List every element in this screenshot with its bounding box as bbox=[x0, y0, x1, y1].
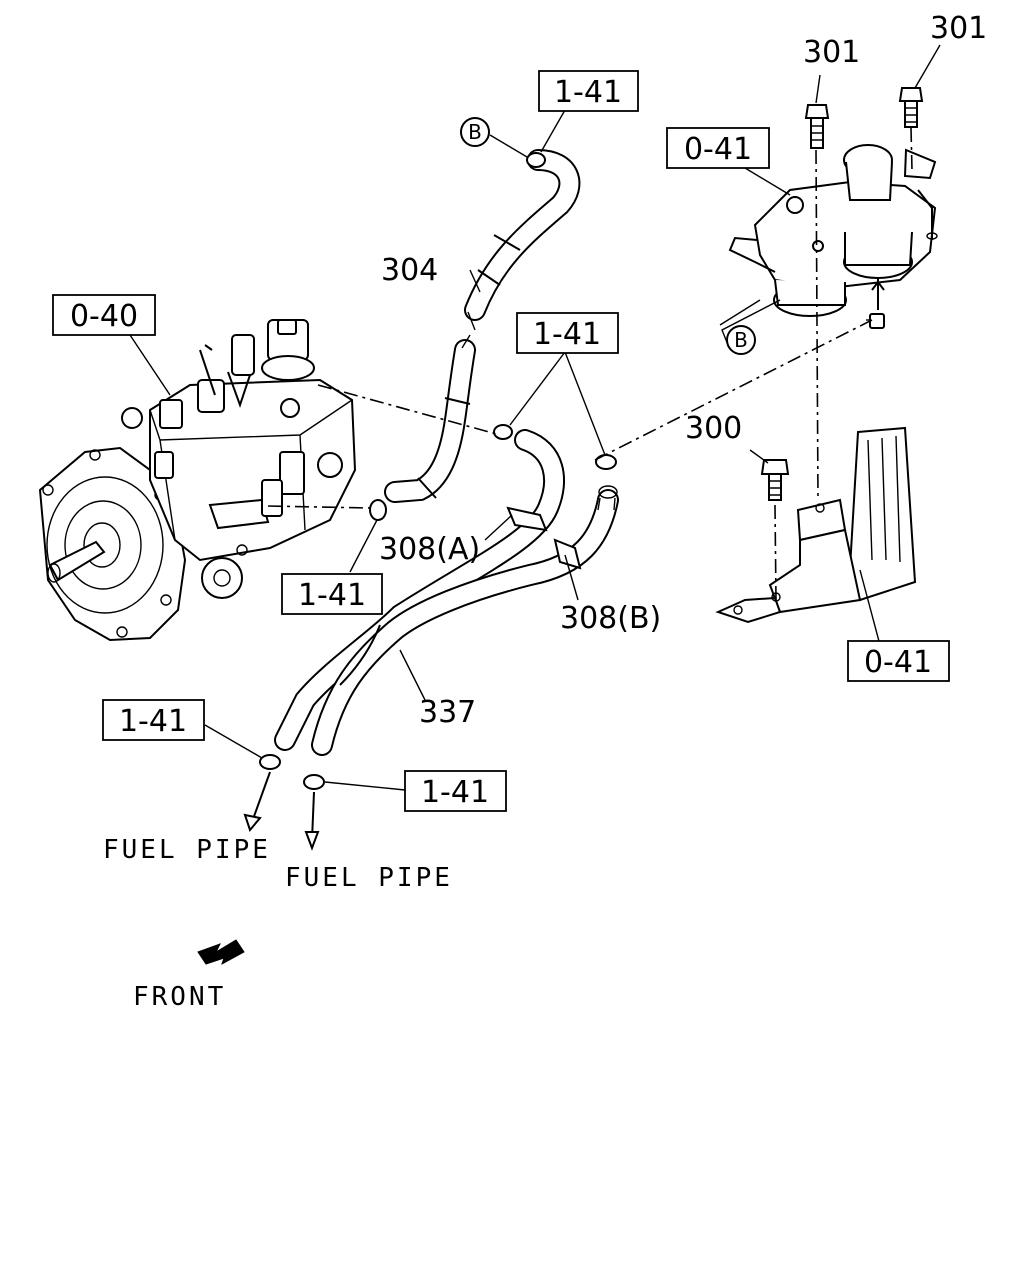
hose-337 bbox=[274, 429, 619, 756]
part-number-308a: 308(A) bbox=[379, 532, 480, 567]
part-number-304: 304 bbox=[381, 253, 438, 288]
ref-box-clips: 1-41 bbox=[516, 312, 619, 354]
fuel-pipe-label: FUEL PIPE bbox=[103, 835, 271, 865]
connector-b-filter: B bbox=[726, 325, 756, 355]
ref-box-pump: 0-40 bbox=[52, 294, 156, 336]
ref-box-pipe-left: 1-41 bbox=[102, 699, 205, 741]
ref-label: 1-41 bbox=[119, 704, 187, 739]
part-number-308b: 308(B) bbox=[560, 601, 661, 636]
ref-label: 0-40 bbox=[70, 299, 138, 334]
front-label: FRONT bbox=[133, 982, 226, 1012]
ref-label: 0-41 bbox=[684, 132, 752, 167]
fuel-pipe-arrows bbox=[243, 771, 320, 851]
part-number-300: 300 bbox=[685, 411, 742, 446]
part-number-337: 337 bbox=[419, 695, 476, 730]
assembly-lines bbox=[267, 127, 913, 601]
connector-letter: B bbox=[734, 328, 748, 352]
ref-label: 1-41 bbox=[533, 317, 601, 352]
part-number-301: 301 bbox=[803, 35, 860, 70]
connector-b-upper: B bbox=[460, 117, 490, 147]
hose-clamps bbox=[259, 152, 617, 790]
hose-304 bbox=[384, 149, 581, 503]
bolt-301-b bbox=[898, 87, 924, 128]
fuel-filter bbox=[728, 144, 938, 329]
fuel-pipe-label: FUEL PIPE bbox=[285, 863, 453, 893]
ref-box-pump-clip: 1-41 bbox=[281, 573, 383, 615]
bolt-301-a bbox=[804, 104, 830, 149]
ref-label: 1-41 bbox=[298, 578, 366, 613]
bolt-300 bbox=[760, 459, 790, 501]
front-arrow-icon bbox=[197, 939, 245, 966]
connector-letter: B bbox=[468, 120, 482, 144]
ref-box-hose-upper: 1-41 bbox=[538, 70, 639, 112]
ref-label: 0-41 bbox=[864, 645, 932, 680]
filter-bracket bbox=[715, 426, 917, 624]
ref-box-bracket: 0-41 bbox=[847, 640, 950, 682]
ref-box-filter: 0-41 bbox=[666, 127, 770, 169]
part-number-301: 301 bbox=[930, 11, 987, 46]
injection-pump bbox=[38, 319, 357, 642]
ref-box-pipe-right: 1-41 bbox=[404, 770, 507, 812]
ref-label: 1-41 bbox=[421, 775, 489, 810]
ref-label: 1-41 bbox=[554, 75, 622, 110]
leader-lines bbox=[129, 44, 941, 791]
